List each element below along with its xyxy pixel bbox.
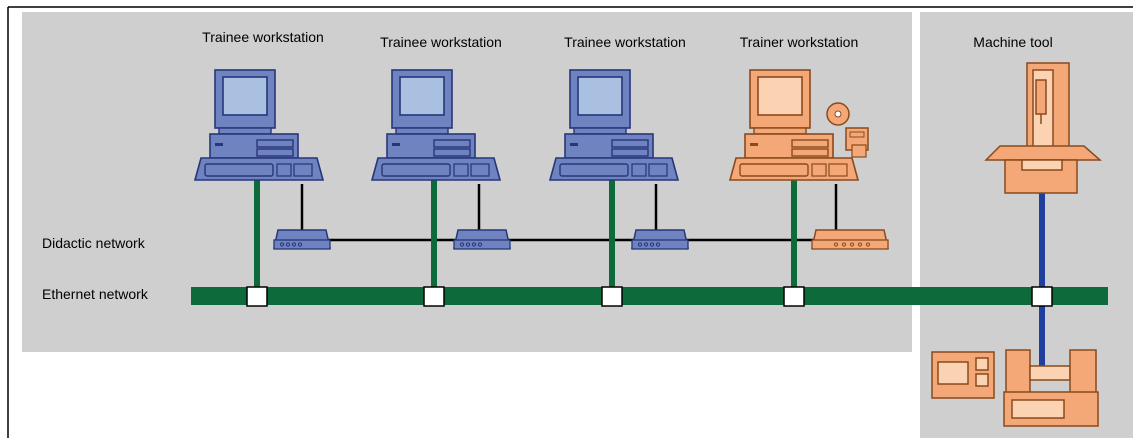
ethernet-network-label: Ethernet network [42, 286, 149, 302]
machine-tool-lathe-icon [931, 349, 1099, 427]
ethernet-network-bar [191, 287, 1108, 305]
junction-box-5 [1031, 286, 1053, 307]
machine-tool-label: Machine tool [973, 34, 1052, 50]
didactic-modem-3-icon [631, 229, 689, 250]
didactic-modem-1-icon [273, 229, 331, 250]
trainee-workstation-1-label: Trainee workstation [202, 29, 324, 45]
machine-tool-mill-icon [984, 62, 1102, 194]
junction-box-2 [423, 286, 445, 307]
junction-box-4 [783, 286, 805, 307]
trainee-workstation-2-label: Trainee workstation [380, 34, 502, 50]
didactic-modem-2-icon [453, 229, 511, 250]
junction-box-3 [601, 286, 623, 307]
trainee-workstation-3-label: Trainee workstation [564, 34, 686, 50]
trainer-cd-drive-icon [826, 102, 869, 158]
didactic-modem-4-icon [811, 229, 889, 250]
junction-box-1 [246, 286, 268, 307]
didactic-network-label: Didactic network [42, 235, 146, 251]
trainer-workstation-label: Trainer workstation [740, 34, 859, 50]
